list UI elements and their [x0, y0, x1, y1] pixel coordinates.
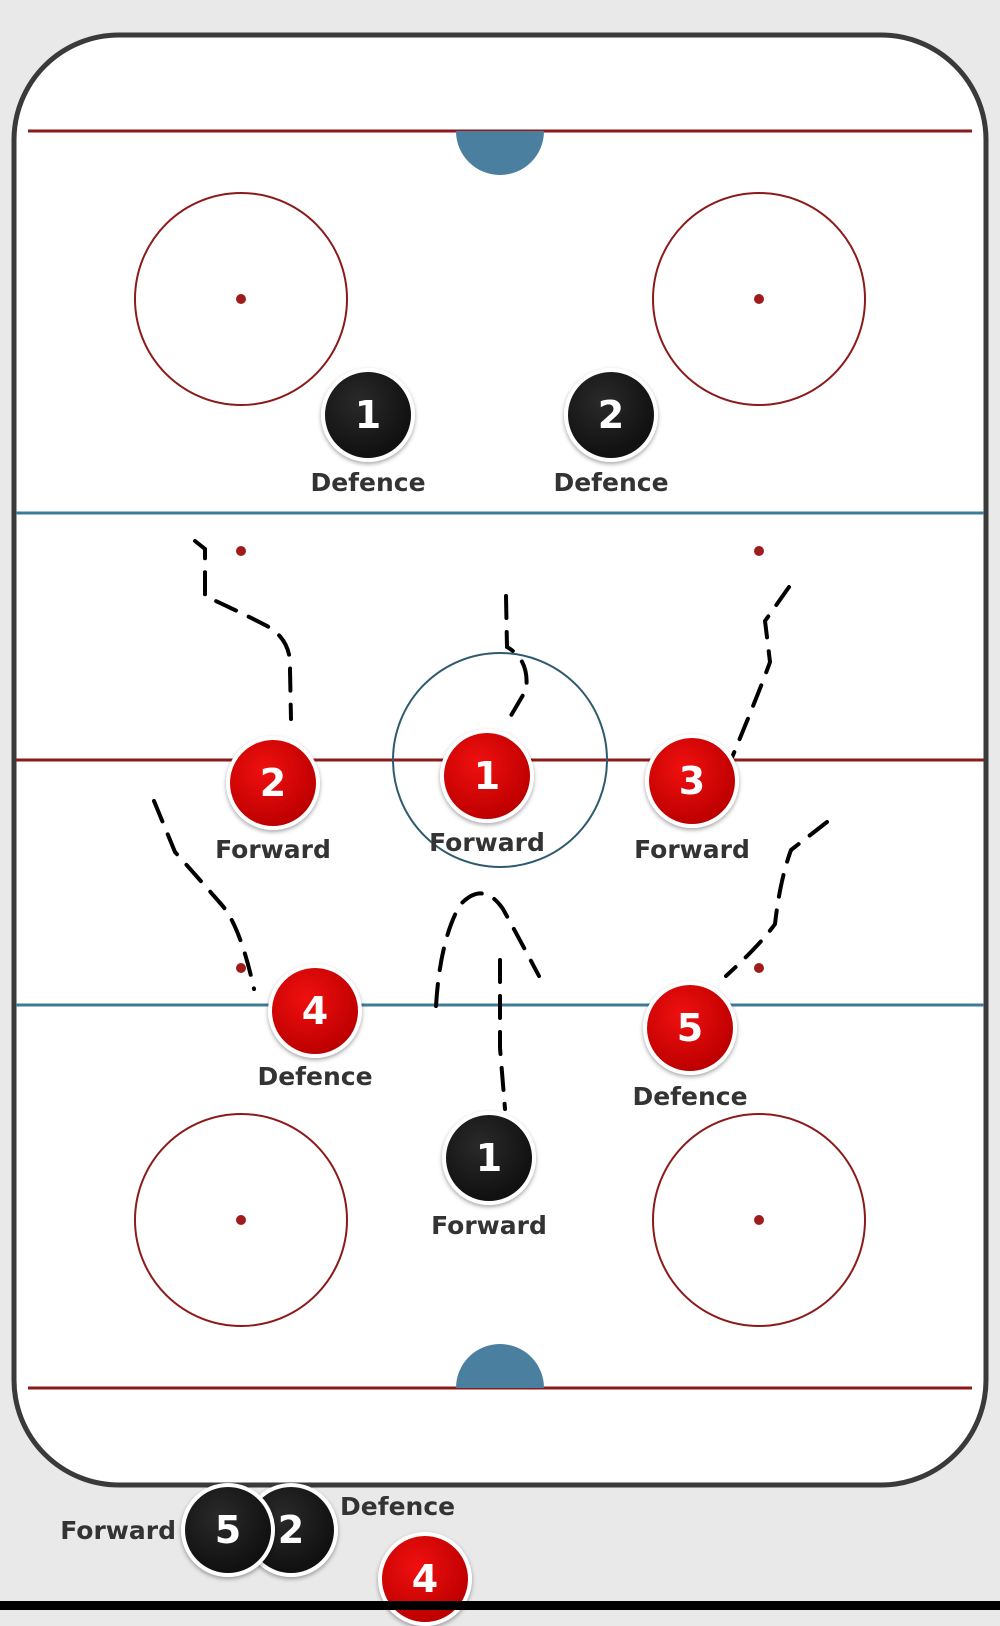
- skate-path: [434, 891, 541, 1008]
- player-role-label: Forward: [215, 835, 331, 864]
- player-role-label: Forward: [431, 1211, 547, 1240]
- player-token-home-defence-5[interactable]: 5: [643, 981, 737, 1075]
- skate-path: [724, 820, 829, 978]
- player-number: 5: [214, 1508, 242, 1552]
- faceoff-dot: [236, 1215, 246, 1225]
- player-token-home-forward-2[interactable]: 2: [226, 736, 320, 830]
- skate-path: [498, 958, 507, 1111]
- player-token-home-forward-1[interactable]: 1: [440, 729, 534, 823]
- bottom-goal-crease: [456, 1344, 544, 1388]
- faceoff-dot: [236, 963, 246, 973]
- bench-token-home-4[interactable]: 4: [378, 1532, 472, 1626]
- skate-path: [193, 539, 293, 721]
- faceoff-dot: [236, 294, 246, 304]
- player-number: 1: [354, 393, 382, 437]
- player-role-label: Forward: [60, 1516, 176, 1545]
- faceoff-dot: [754, 1215, 764, 1225]
- player-number: 1: [473, 754, 501, 798]
- player-token-home-forward-3[interactable]: 3: [645, 734, 739, 828]
- player-number: 4: [301, 989, 329, 1033]
- player-token-away-defence-2[interactable]: 2: [564, 368, 658, 462]
- player-number: 1: [475, 1136, 503, 1180]
- player-role-label: Forward: [634, 835, 750, 864]
- faceoff-dot: [754, 963, 764, 973]
- player-token-home-defence-4[interactable]: 4: [268, 964, 362, 1058]
- faceoff-dot: [236, 546, 246, 556]
- faceoff-circle: [134, 1113, 348, 1327]
- player-number: 2: [277, 1508, 305, 1552]
- player-number: 2: [259, 761, 287, 805]
- bottom-bar: [0, 1601, 1000, 1610]
- player-role-label: Defence: [310, 468, 426, 497]
- player-token-away-defence-1[interactable]: 1: [321, 368, 415, 462]
- faceoff-circle: [652, 1113, 866, 1327]
- faceoff-circle: [134, 192, 348, 406]
- player-number: 2: [597, 393, 625, 437]
- top-goal-crease: [456, 131, 544, 175]
- skate-path: [729, 585, 791, 762]
- player-role-label: Defence: [257, 1062, 373, 1091]
- faceoff-circle: [652, 192, 866, 406]
- player-role-label: Forward: [429, 828, 545, 857]
- center-faceoff-circle: [392, 652, 608, 868]
- skate-path: [152, 799, 256, 991]
- player-role-label: Defence: [632, 1082, 748, 1111]
- player-number: 5: [676, 1006, 704, 1050]
- bench-token-away-forward-5[interactable]: 5: [181, 1483, 275, 1577]
- player-number: 3: [678, 759, 706, 803]
- player-token-away-forward-1[interactable]: 1: [442, 1111, 536, 1205]
- skate-path: [504, 594, 529, 726]
- player-role-label: Defence: [553, 468, 669, 497]
- player-role-label: Defence: [340, 1492, 456, 1521]
- faceoff-dot: [754, 294, 764, 304]
- player-number: 4: [411, 1557, 439, 1601]
- faceoff-dot: [754, 546, 764, 556]
